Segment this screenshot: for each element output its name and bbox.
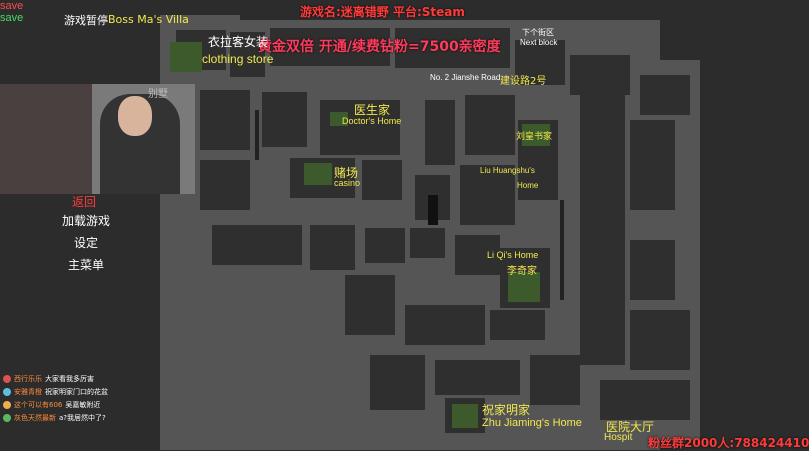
back-button[interactable]: 返回	[72, 195, 97, 209]
zhu-home-green	[452, 404, 478, 428]
room	[230, 32, 265, 77]
clothing-label: clothing store	[202, 52, 274, 66]
room	[362, 160, 402, 200]
chat-message: 灰色天然最新 a?我居然中了?	[3, 413, 106, 423]
room	[515, 40, 565, 85]
save-point-label: save	[0, 0, 24, 12]
stream-promo: 黄金双倍 开通/续费钻粉=7500亲密度	[258, 39, 501, 55]
clothing-store-room	[170, 42, 202, 72]
jianshe-road-label: No. 2 Jianshe Road	[430, 73, 501, 82]
save-room	[410, 228, 445, 258]
next-block-cn-label: 下个街区	[522, 28, 554, 37]
next-block-label: Next block	[520, 38, 558, 47]
chat-avatar-icon	[3, 388, 11, 396]
room	[435, 360, 520, 395]
doctor-home-room	[320, 100, 400, 155]
room	[345, 275, 395, 335]
chat-text: a?我居然中了?	[59, 414, 106, 422]
doctor-label: Doctor's Home	[342, 116, 402, 126]
live-chat: 西行乐乐 大家看我多厉害 安雅青橙 祝家明家门口的花盆 这个可以有606 吴嘉敏…	[0, 370, 200, 450]
room	[200, 160, 250, 210]
li-qi-label: Li Qi's Home	[487, 250, 539, 260]
room	[270, 28, 390, 66]
room	[200, 90, 250, 150]
boss-villa-label: Boss Ma's Villa	[108, 13, 189, 26]
room	[530, 355, 580, 405]
map-outer-wall-north	[160, 15, 240, 27]
room	[460, 165, 515, 225]
li-qi-home-green	[508, 272, 540, 302]
chat-username: 安雅青橙	[14, 388, 42, 396]
room	[365, 228, 405, 263]
doctor-cn-label: 医生家	[354, 103, 391, 117]
liu-cn-label: 刘皇书家	[516, 132, 553, 142]
casino-green	[304, 163, 332, 185]
corridor	[560, 200, 564, 300]
chat-text: 大家看我多厉害	[45, 375, 94, 383]
room	[630, 120, 675, 210]
doctor-home-green	[330, 112, 348, 126]
room	[630, 310, 690, 370]
streamer-webcam	[0, 84, 195, 194]
figure-shelf	[0, 84, 92, 194]
room	[395, 28, 510, 68]
room	[262, 92, 307, 147]
liu-label-1: Liu Huangshu's	[480, 166, 535, 175]
room	[490, 310, 545, 340]
casino-label: casino	[334, 178, 361, 188]
room	[212, 225, 302, 265]
hospital-label: Hospit	[604, 432, 633, 443]
load-game-button[interactable]: 加载游戏	[62, 214, 111, 228]
room	[570, 55, 630, 95]
chat-username: 灰色天然最新	[14, 414, 56, 422]
room	[425, 100, 455, 165]
stream-game-title: 游戏名:迷离错野 平台:Steam	[300, 5, 465, 19]
pause-title: 游戏暂停	[64, 14, 108, 27]
room	[630, 240, 675, 300]
zhu-cn-label: 祝家明家	[482, 403, 531, 417]
li-qi-cn-label: 李奇家	[507, 266, 537, 277]
room	[580, 95, 625, 365]
fan-group-banner: 粉丝群2000人:788424410	[648, 436, 809, 450]
room	[640, 75, 690, 115]
chat-text: 吴嘉敏附近	[65, 401, 101, 409]
corridor	[255, 110, 259, 160]
chat-avatar-icon	[3, 414, 11, 422]
casino-cn-label: 赌场	[334, 166, 359, 180]
room	[310, 225, 355, 270]
room	[405, 305, 485, 345]
save-point-label-2: save	[0, 12, 24, 24]
chat-message: 安雅青橙 祝家明家门口的花盆	[3, 387, 108, 397]
chat-username: 西行乐乐	[14, 375, 42, 383]
zhu-label: Zhu Jiaming's Home	[482, 417, 582, 429]
chat-text: 祝家明家门口的花盆	[45, 388, 108, 396]
settings-button[interactable]: 设定	[74, 236, 99, 250]
villa-cn-label: 别墅	[148, 89, 168, 100]
chat-avatar-icon	[3, 375, 11, 383]
jianshe-cn-label: 建设路2号	[500, 76, 547, 87]
clothing-cn-label: 衣拉客女装	[208, 35, 269, 49]
hospital-cn-label: 医院大厅	[606, 420, 655, 434]
streamer-head	[118, 96, 152, 136]
liu-label-2: Home	[517, 181, 539, 190]
main-menu-button[interactable]: 主菜单	[68, 258, 105, 272]
room	[465, 95, 515, 155]
room	[370, 355, 425, 410]
room	[600, 380, 690, 420]
chat-avatar-icon	[3, 401, 11, 409]
chat-username: 这个可以有606	[14, 401, 63, 409]
chat-message: 西行乐乐 大家看我多厉害	[3, 374, 94, 384]
chat-message: 这个可以有606 吴嘉敏附近	[3, 400, 100, 410]
corridor	[428, 195, 438, 225]
liu-home-green	[522, 124, 550, 146]
room	[455, 235, 500, 275]
